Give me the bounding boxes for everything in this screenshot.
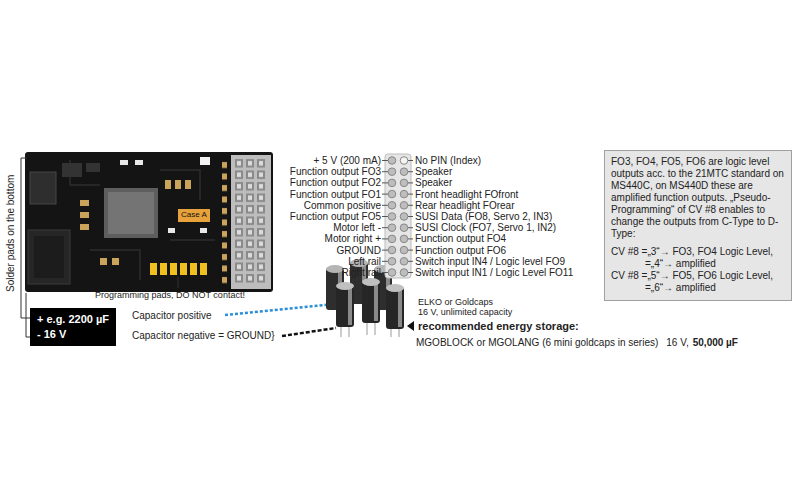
storage-capacity: 50,000 µF xyxy=(693,337,738,348)
pin-label: No PIN (Index) xyxy=(415,155,481,166)
pin-label: Right rail xyxy=(342,267,381,278)
pin-label: Motor left - xyxy=(333,222,381,233)
pin-label: Function output FO5 xyxy=(290,211,381,222)
note-box: FO3, FO4, FO5, FO6 are logic level outpu… xyxy=(604,150,792,301)
pin-label: Function output FO3 xyxy=(290,166,381,177)
pin-label: Switch input IN1 / Logic Level FO11 xyxy=(415,267,573,278)
storage-product: MGOBLOCK or MGOLANG (6 mini goldcaps in … xyxy=(416,337,658,348)
pin-label: Function output FO2 xyxy=(290,177,381,188)
cv-line: CV #8 =„3“→ FO3, FO4 Logic Level, xyxy=(611,246,785,258)
capacitor-value: + e.g. 2200 µF xyxy=(37,312,109,327)
positive-wire xyxy=(225,304,334,315)
pin-label: Rear headlight FOrear xyxy=(415,200,515,211)
pin-label: SUSI Clock (FO7, Servo 1, IN2) xyxy=(415,222,556,233)
pin-label: Speaker xyxy=(415,177,452,188)
wire-label: Capacitor negative = GROUND} xyxy=(132,330,275,341)
side-note: Solder pads on the bottom xyxy=(5,175,16,292)
pin-label: Function output FO6 xyxy=(415,245,506,256)
pin-label: SUSI Data (FO8, Servo 2, IN3) xyxy=(415,211,552,222)
pin-connector xyxy=(382,154,413,278)
pointer-triangle xyxy=(407,321,414,331)
note-text: FO3, FO4, FO5, FO6 are logic level outpu… xyxy=(611,156,785,240)
capacitor-note: ELKO or Goldcaps xyxy=(418,298,493,308)
capacitor-bank xyxy=(326,259,404,337)
capacitor-box: + e.g. 2200 µF- 16 V xyxy=(30,308,116,346)
pin-label: Motor right + xyxy=(325,233,381,244)
pin-label: Speaker xyxy=(415,166,452,177)
pin-label: Switch input IN4 / Logic level FO9 xyxy=(415,256,565,267)
capacitor-note: 16 V, unlimited capacity xyxy=(418,308,512,318)
pin-label: + 5 V (200 mA) xyxy=(313,155,381,166)
storage-heading: recommended energy storage: xyxy=(418,320,579,332)
pin-label: Function output FO1 xyxy=(290,189,381,200)
pin-label: Function output FO4 xyxy=(415,233,506,244)
storage-voltage: 16 V, xyxy=(666,337,688,348)
decoder-board xyxy=(25,152,273,292)
pin-label: Common positive xyxy=(304,200,381,211)
cv-line: =„4“→ amplified xyxy=(611,258,785,270)
pin-label: GROUND xyxy=(337,245,381,256)
warning-note: Programming pads, DO NOT contact! xyxy=(95,291,245,301)
negative-wire xyxy=(282,328,336,336)
component-marking: Case A xyxy=(181,211,207,220)
capacitor-voltage: - 16 V xyxy=(37,327,109,342)
pin-label: Front headlight FOfront xyxy=(415,189,518,200)
cv-line: =„6“→ amplified xyxy=(611,282,785,294)
cv-line: CV #8 =„5“→ FO5, FO6 Logic Level, xyxy=(611,270,785,282)
wire-label: Capacitor positive xyxy=(132,310,211,321)
pin-label: Left rail xyxy=(348,256,381,267)
